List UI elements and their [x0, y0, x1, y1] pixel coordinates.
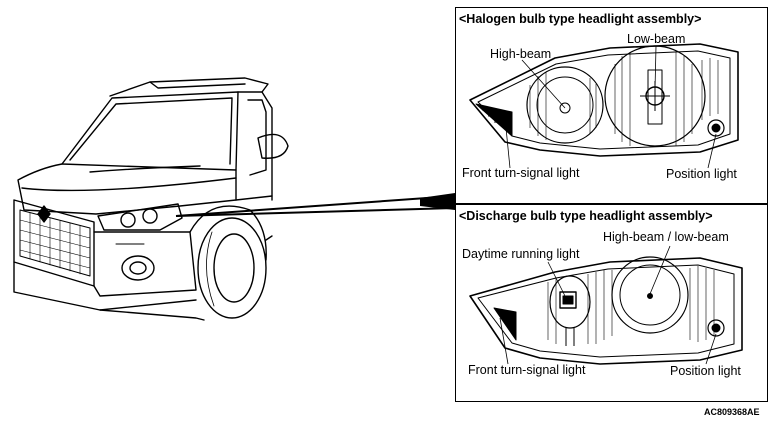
halogen-headlight-drawing — [469, 43, 739, 169]
halogen-title: <Halogen bulb type headlight assembly> — [459, 12, 702, 26]
halogen-high-beam-label: High-beam — [490, 47, 552, 61]
discharge-drl-label: Daytime running light — [462, 247, 580, 261]
halogen-turn-signal-label: Front turn-signal light — [462, 166, 580, 180]
figure-code: AC809368AE — [704, 407, 760, 417]
halogen-panel — [455, 7, 768, 204]
halogen-position-light-label: Position light — [666, 167, 737, 181]
vehicle-illustration — [13, 77, 289, 321]
discharge-high-low-beam-label: High-beam / low-beam — [603, 230, 729, 244]
discharge-turn-signal-label: Front turn-signal light — [468, 363, 586, 377]
halogen-low-beam-label: Low-beam — [627, 32, 686, 46]
discharge-position-light-label: Position light — [670, 364, 741, 378]
discharge-title: <Discharge bulb type headlight assembly> — [459, 209, 713, 223]
discharge-headlight-drawing — [469, 245, 743, 365]
discharge-panel — [455, 204, 768, 402]
